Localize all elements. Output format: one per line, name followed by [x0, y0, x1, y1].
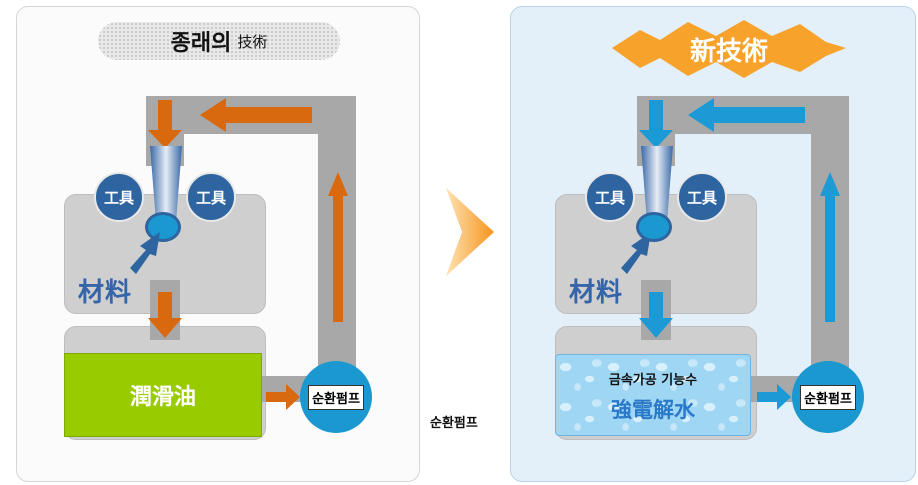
center-pump-label: 순환펌프: [430, 416, 478, 431]
water-tank-subtitle: 금속가공 기능수: [608, 373, 698, 388]
workpiece-ring: [636, 212, 672, 242]
conventional-title: 종래의 技術: [98, 22, 340, 60]
right-nozzle: [641, 146, 673, 222]
pump-label: 순환펌프: [308, 384, 364, 410]
material-label: 材料: [569, 278, 624, 308]
new-tech-title: 新技術: [612, 26, 846, 72]
transition-arrow: [446, 188, 494, 276]
tool-left-roller: 工具: [94, 172, 144, 222]
new-tech-burst: [612, 20, 846, 78]
new-tech-title-text: 新技術: [689, 36, 768, 67]
lubricant-tank: 潤滑油: [64, 353, 262, 437]
circulation-pump: 순환펌프: [300, 361, 372, 433]
tool-right-roller: 工具: [186, 172, 236, 222]
right-flow-arrows: [639, 98, 840, 410]
lubricant-label: 潤滑油: [129, 385, 196, 410]
pump-label: 순환펌프: [800, 384, 856, 410]
material-label: 材料: [78, 278, 133, 308]
conventional-title-main: 종래의: [170, 31, 232, 56]
tool-left-roller: 工具: [585, 172, 635, 222]
left-flow-arrows: [148, 98, 348, 410]
left-nozzle: [150, 146, 182, 222]
workpiece-ring: [145, 212, 181, 242]
tool-right-roller: 工具: [677, 172, 727, 222]
circulation-pump: 순환펌프: [792, 361, 864, 433]
electrolyzed-water-tank: 금속가공 기능수 強電解水: [555, 354, 751, 436]
conventional-title-sub: 技術: [237, 32, 268, 51]
water-tank-title: 強電解水: [611, 398, 695, 422]
